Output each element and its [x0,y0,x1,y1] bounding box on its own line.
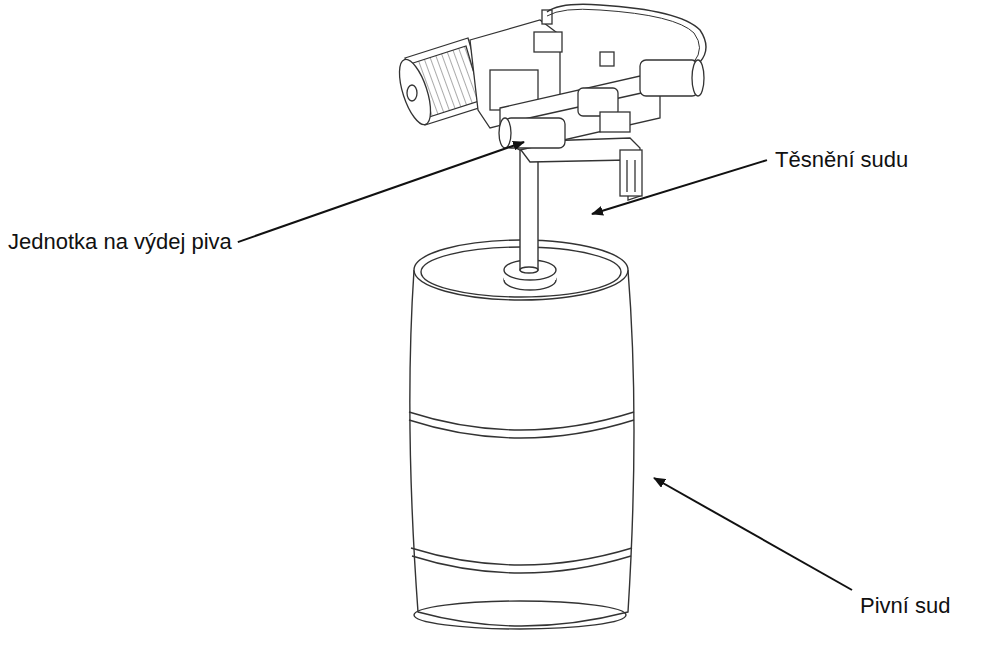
part-label: Jednotka na výdej piva [8,230,232,254]
cable [547,9,700,62]
part-label: Pivní sud [860,594,951,618]
leader-arrow [238,142,524,242]
keg [409,150,634,629]
part-label: Těsnění sudu [775,148,908,172]
leader-arrow [654,478,852,590]
cable [547,4,706,62]
leader-arrow [592,160,767,214]
